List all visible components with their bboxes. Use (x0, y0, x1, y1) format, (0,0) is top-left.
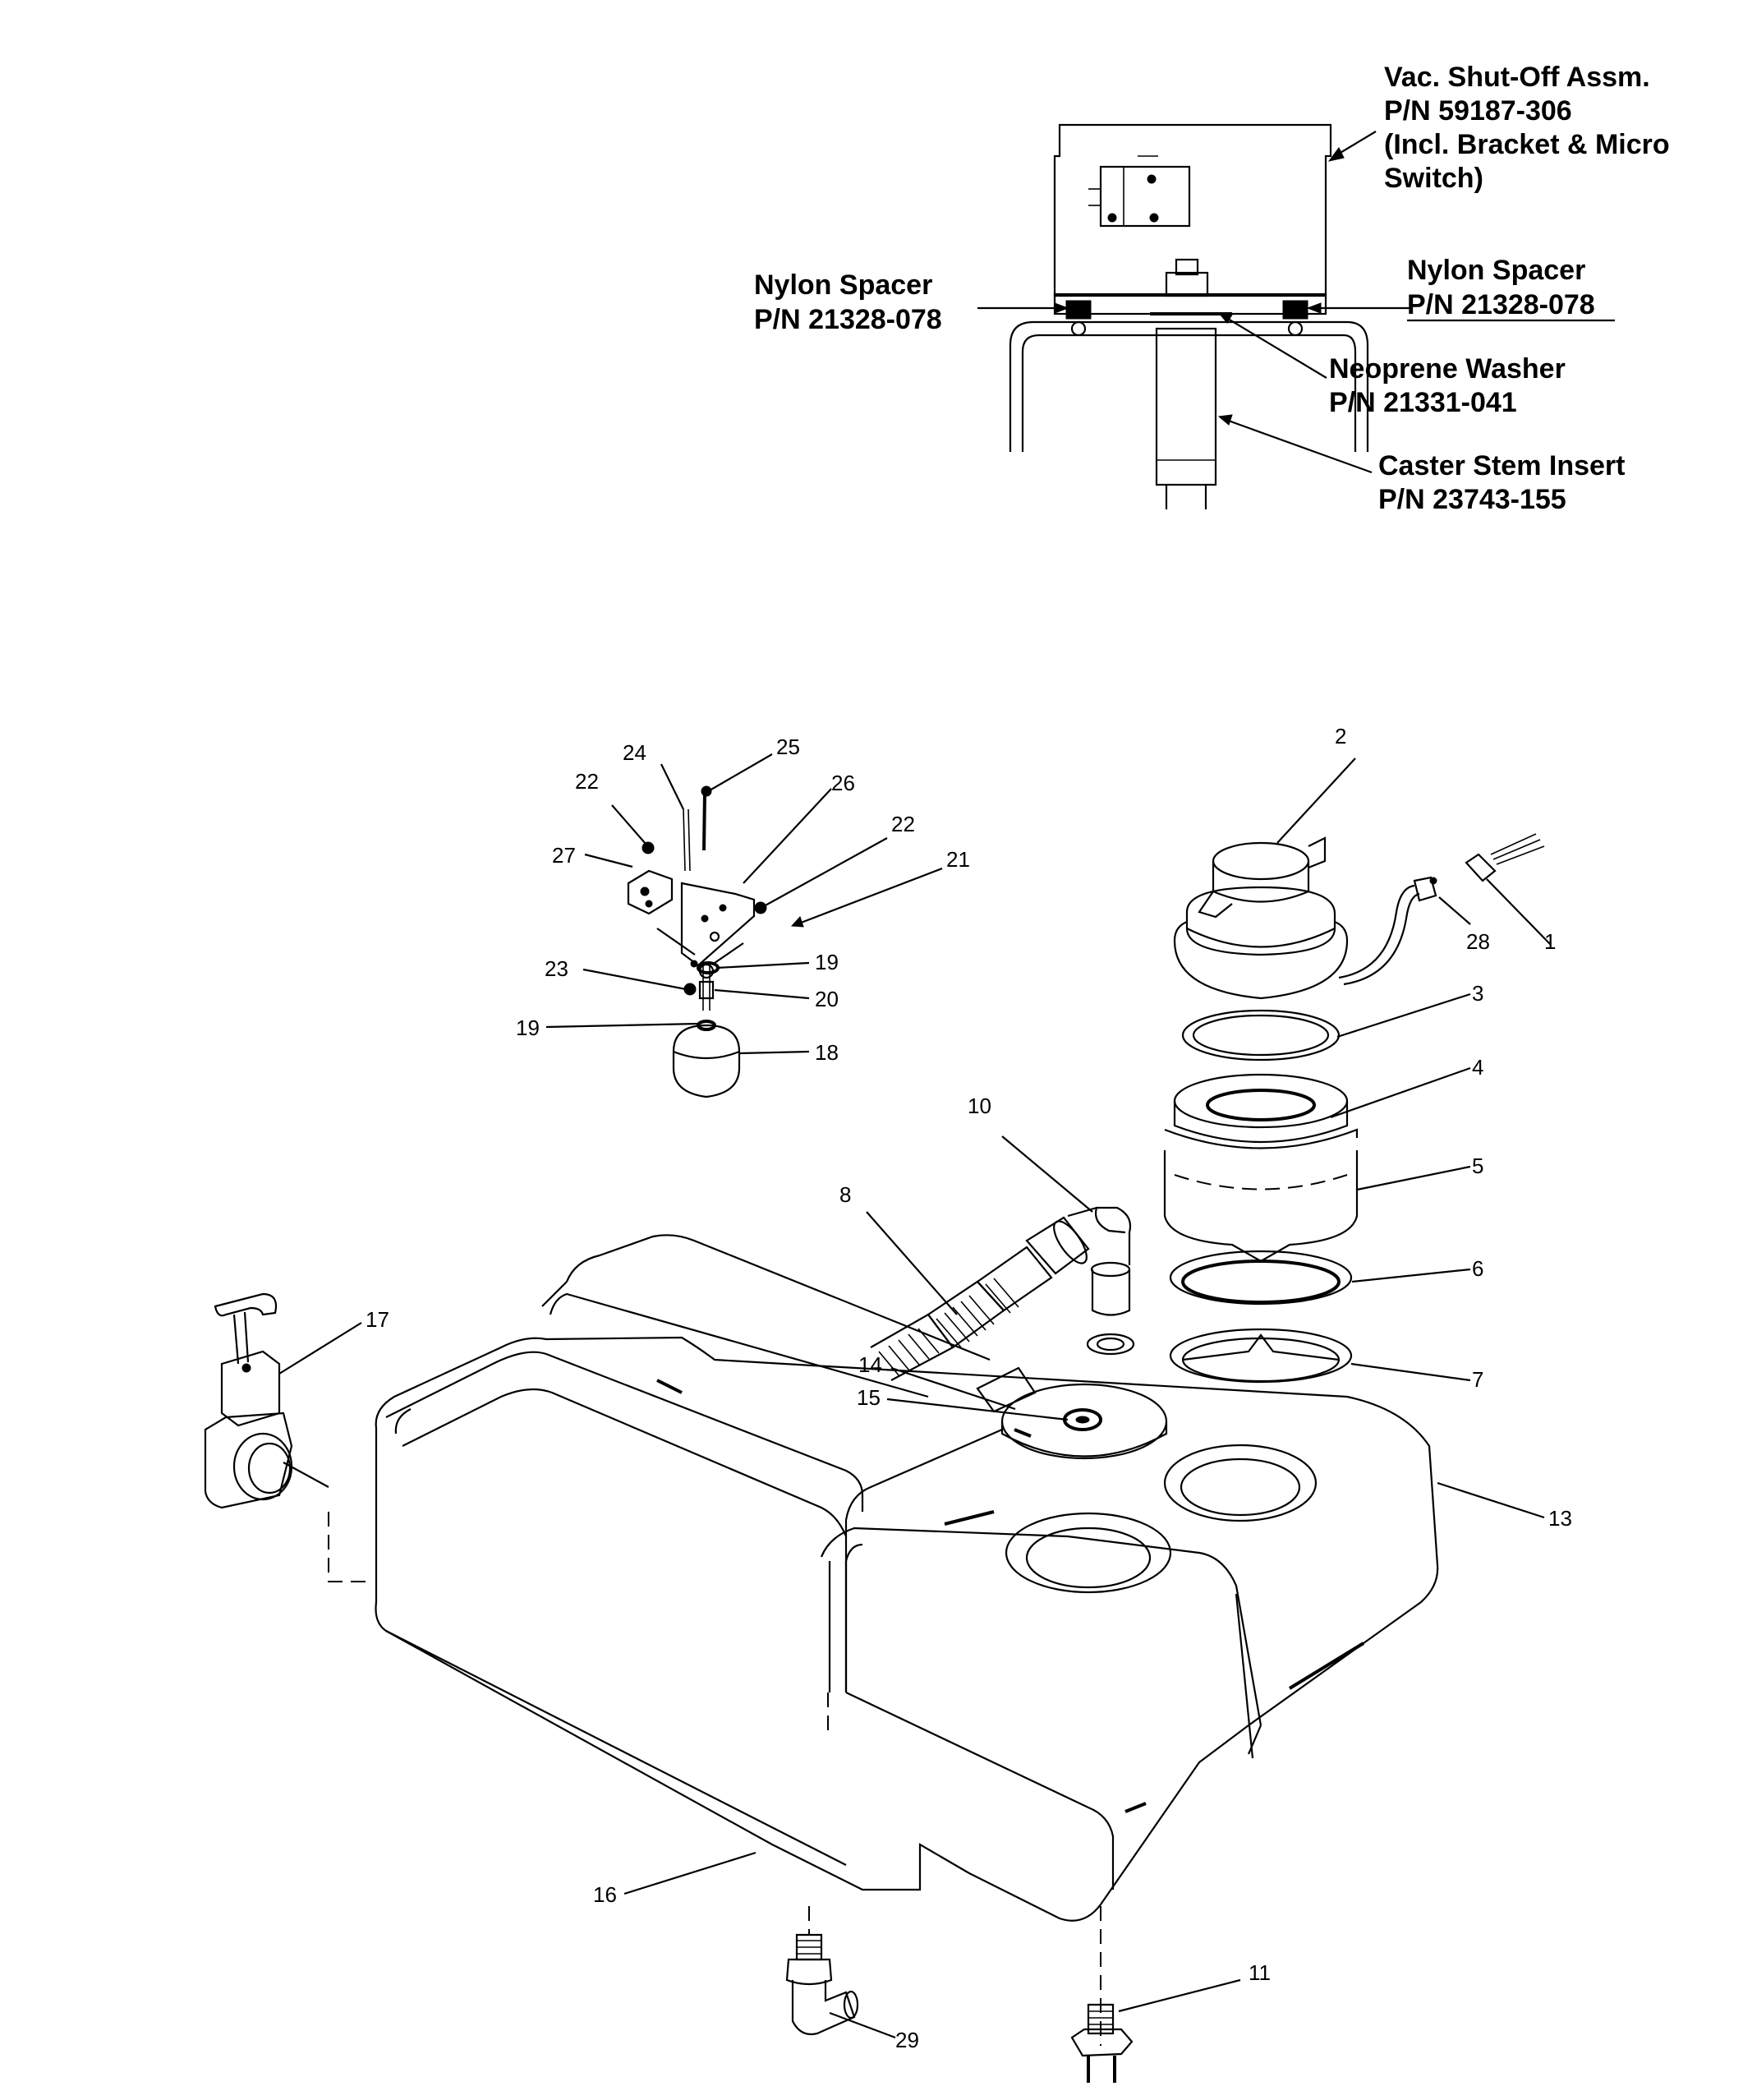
nylon-spacer-left-callout: Nylon Spacer P/N 21328-078 (754, 269, 942, 335)
part-number-24: 24 (623, 740, 646, 765)
part-number-2: 2 (1335, 724, 1346, 748)
caster-stem-callout: Caster Stem Insert P/N 23743-155 (1378, 450, 1633, 515)
part-number-10: 10 (968, 1094, 991, 1118)
caster-leader-lines (1118, 1978, 1241, 2013)
vac-shutoff-callout: Vac. Shut-Off Assm. P/N 59187-306 (Incl.… (1384, 62, 1677, 194)
part-number-16: 16 (593, 1882, 617, 1907)
dump-valve-leader-lines (278, 1322, 362, 1375)
drain-elbow-drawing (785, 1933, 859, 2036)
dump-valve-drawing (204, 1292, 293, 1509)
part-number-22-right: 22 (891, 812, 915, 836)
vac-shutoff-line-4: Switch) (1384, 163, 1483, 194)
part-number-28: 28 (1466, 929, 1490, 954)
neoprene-washer-line-1: Neoprene Washer (1329, 353, 1566, 385)
shutoff-bracket-drawing (1009, 123, 1369, 509)
vacuum-leader-lines (1276, 758, 1552, 1382)
part-number-18: 18 (815, 1040, 839, 1065)
part-number-6: 6 (1472, 1256, 1483, 1281)
part-number-29: 29 (895, 2028, 919, 2052)
part-number-20: 20 (815, 987, 839, 1011)
drain-leader-lines (829, 2011, 896, 2039)
part-number-23: 23 (545, 956, 568, 981)
part-number-3: 3 (1472, 981, 1483, 1006)
caster-stem-line-1: Caster Stem Insert (1378, 450, 1625, 481)
part-number-21: 21 (946, 847, 970, 872)
recovery-tank-drawing (328, 1234, 1439, 2046)
neoprene-washer-line-2: P/N 21331-041 (1329, 387, 1517, 418)
float-leader-lines (545, 753, 943, 1055)
nylon-spacer-right-line-1: Nylon Spacer (1407, 255, 1585, 286)
neoprene-washer-callout: Neoprene Washer P/N 21331-041 (1329, 353, 1573, 418)
nylon-spacer-left-line-2: P/N 21328-078 (754, 304, 942, 335)
hose-leader-lines (866, 1135, 1093, 1315)
caster-fitting-drawing (1070, 2003, 1134, 2083)
part-number-19-upper: 19 (815, 950, 839, 974)
lid-leader-lines (886, 1366, 1069, 1421)
vac-shutoff-line-3: (Incl. Bracket & Micro (1384, 129, 1670, 160)
vac-shutoff-line-1: Vac. Shut-Off Assm. (1384, 62, 1650, 93)
vac-shutoff-line-2: P/N 59187-306 (1384, 95, 1572, 127)
vac-shutoff-inset: Vac. Shut-Off Assm. P/N 59187-306 (Incl.… (754, 62, 1677, 515)
part-number-25: 25 (776, 735, 800, 759)
part-number-7: 7 (1472, 1367, 1483, 1392)
nylon-spacer-right-callout: Nylon Spacer P/N 21328-078 (1407, 255, 1595, 320)
part-number-19-lower: 19 (516, 1015, 540, 1040)
part-number-1: 1 (1544, 929, 1556, 954)
part-number-11: 11 (1249, 1960, 1271, 1985)
nylon-spacer-right-line-2: P/N 21328-078 (1407, 289, 1595, 320)
part-number-4: 4 (1472, 1055, 1483, 1080)
hose-elbow-drawing (870, 1206, 1132, 1413)
part-number-17: 17 (366, 1307, 389, 1332)
caster-stem-line-2: P/N 23743-155 (1378, 484, 1566, 515)
part-number-26: 26 (831, 771, 855, 795)
part-number-22-left: 22 (575, 769, 599, 794)
vacuum-motor-stack-drawing (1163, 833, 1545, 1384)
float-switch-assembly-drawing (627, 785, 767, 1098)
part-number-13: 13 (1548, 1506, 1572, 1531)
part-number-8: 8 (839, 1182, 851, 1207)
part-number-labels: 2 1 28 3 4 5 6 7 8 10 11 13 14 15 16 17 … (366, 724, 1572, 2052)
part-number-15: 15 (857, 1385, 881, 1410)
nylon-spacer-left-line-1: Nylon Spacer (754, 269, 932, 301)
part-number-14: 14 (858, 1352, 882, 1377)
part-number-5: 5 (1472, 1154, 1483, 1178)
inset-leader-lines (977, 131, 1413, 474)
part-number-27: 27 (552, 843, 576, 868)
